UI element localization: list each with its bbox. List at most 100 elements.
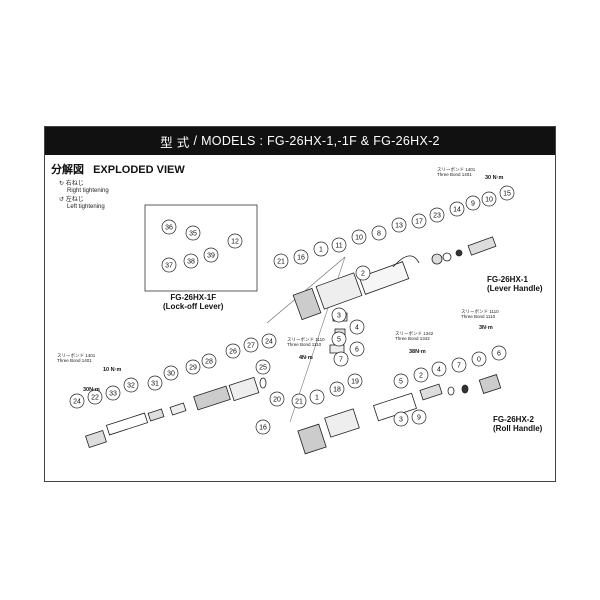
part-number: 37	[165, 263, 173, 270]
note-en: Three Bond 1401	[437, 172, 472, 177]
part-number: 32	[127, 383, 135, 390]
part-balloon	[329, 381, 345, 397]
part-number: 30	[167, 371, 175, 378]
part-number: 36	[165, 225, 173, 232]
part-number: 16	[297, 255, 305, 262]
lever-model-desc: (Lever Handle)	[487, 284, 543, 293]
note-jp: スリーボンド 1401	[57, 353, 96, 358]
part-balloon	[393, 411, 409, 427]
note-en: Three Bond 1342	[395, 336, 430, 341]
exploded-view-sheet: 型 式 / MODELS : FG-26HX-1,-1F & FG-26HX-2…	[44, 126, 556, 482]
part-number: 10	[355, 235, 363, 242]
part-balloon	[255, 359, 271, 375]
part-number: 14	[453, 207, 461, 214]
part-balloon	[255, 419, 271, 435]
part-number: 4	[355, 325, 359, 332]
part-balloon	[273, 253, 289, 269]
part-balloon	[355, 265, 371, 281]
part-balloon	[185, 359, 201, 375]
part-balloon	[499, 185, 515, 201]
part-balloon	[349, 341, 365, 357]
torque-4: 4N·m	[299, 355, 313, 361]
left-rotation-icon: ↺	[59, 197, 65, 203]
part-number: 25	[259, 365, 267, 372]
part-balloon	[261, 333, 277, 349]
left-assembly-drawing	[85, 376, 267, 448]
upper-assembly-drawing	[292, 236, 497, 354]
part-number: 22	[91, 395, 99, 402]
part-number: 24	[265, 339, 273, 346]
part-number: 1	[319, 247, 323, 254]
title-bar: 型 式 / MODELS : FG-26HX-1,-1F & FG-26HX-2	[45, 127, 555, 155]
part-balloon	[465, 195, 481, 211]
part-balloon	[349, 319, 365, 335]
part-number: 26	[229, 349, 237, 356]
note-jp: スリーボンド 1342	[395, 331, 434, 336]
part-number: 21	[295, 399, 303, 406]
part-number: 16	[259, 425, 267, 432]
part-balloon	[105, 385, 121, 401]
part-balloon	[243, 337, 259, 353]
part-balloon	[293, 249, 309, 265]
part-balloon	[69, 393, 85, 409]
part-balloon	[313, 241, 329, 257]
part-number: 8	[377, 231, 381, 238]
part-number: 0	[477, 357, 481, 364]
part-number: 5	[399, 379, 403, 386]
torque-3: 3N·m	[479, 325, 493, 331]
part-number: 9	[471, 201, 475, 208]
part-number: 2	[361, 271, 365, 278]
part-balloon	[371, 225, 387, 241]
part-balloon	[393, 373, 409, 389]
part-balloon	[491, 345, 507, 361]
part-balloon	[481, 191, 497, 207]
part-balloon	[203, 247, 219, 263]
lever-model-name: FG-26HX-1	[487, 275, 528, 284]
part-number: 21	[277, 259, 285, 266]
right-jp: 右ねじ	[65, 181, 84, 187]
part-number: 7	[457, 363, 461, 370]
part-balloon	[471, 351, 487, 367]
part-balloon	[431, 361, 447, 377]
note-jp: スリーボンド 1110	[287, 337, 325, 342]
lockoff-model-name: FG-26HX-1F	[170, 293, 217, 302]
part-number: 18	[333, 387, 341, 394]
heading-en: EXPLODED VIEW	[93, 164, 185, 176]
part-balloon	[163, 365, 179, 381]
part-number: 4	[437, 367, 441, 374]
part-balloon	[227, 233, 243, 249]
left-en: Left tightening	[67, 204, 105, 210]
part-number: 2	[419, 373, 423, 380]
part-number: 31	[151, 381, 159, 388]
part-number: 39	[207, 253, 215, 260]
title-en: / MODELS : FG-26HX-1,-1F & FG-26HX-2	[193, 134, 440, 148]
part-number: 35	[189, 231, 197, 238]
part-balloon	[451, 357, 467, 373]
note-en: Three Bond 1401	[57, 358, 92, 363]
part-number: 1	[315, 395, 319, 402]
part-number: 20	[273, 397, 281, 404]
part-balloon	[331, 331, 347, 347]
part-number: 27	[247, 343, 255, 350]
threebond-1342-note: スリーボンド 1342 Three Bond 1342	[395, 331, 433, 341]
part-balloon	[183, 253, 199, 269]
part-balloon	[269, 391, 285, 407]
part-number: 33	[109, 391, 117, 398]
part-balloon	[87, 389, 103, 405]
title-jp: 型 式	[160, 135, 190, 150]
left-jp: 左ねじ	[65, 197, 84, 203]
part-number: 13	[395, 223, 403, 230]
threebond-1401-left-note: スリーボンド 1401 Three Bond 1401	[57, 353, 95, 363]
section-heading: 分解図 EXPLODED VIEW	[51, 161, 191, 177]
note-en: Three Bond 1110	[287, 342, 322, 347]
part-balloon	[333, 351, 349, 367]
part-number: 11	[335, 243, 342, 250]
part-balloon	[161, 219, 177, 235]
part-number: 3	[399, 417, 403, 424]
part-number: 10	[485, 197, 493, 204]
roll-model-label: FG-26HX-2 (Roll Handle)	[493, 415, 542, 433]
part-number: 6	[355, 347, 359, 354]
part-balloon	[391, 217, 407, 233]
torque-30-top: 30 N·m	[485, 175, 504, 181]
torque-10: 10 N·m	[103, 367, 122, 373]
